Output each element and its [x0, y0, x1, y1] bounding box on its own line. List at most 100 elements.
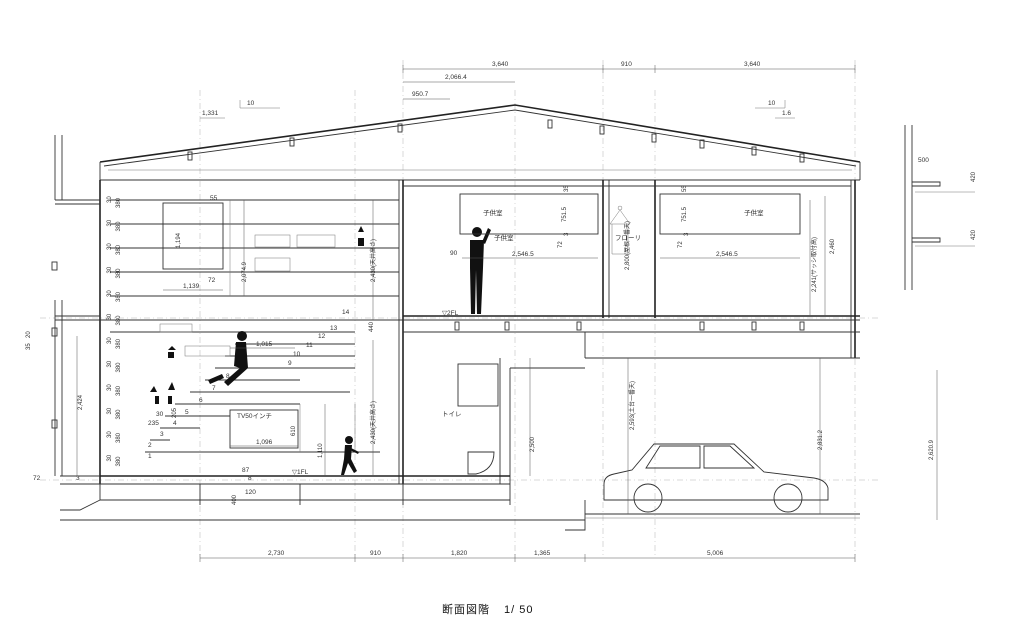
dim-top-5: 950.7	[412, 91, 429, 98]
stack-380-label: 380	[116, 291, 122, 302]
width-1015: 1,015	[256, 341, 273, 348]
detail-420-a: 420	[971, 171, 977, 182]
right-detail: 500 420 420 2,620.9	[904, 125, 977, 520]
height-20749: 2,074.9	[242, 261, 248, 282]
car-outline	[603, 443, 829, 513]
room-kid-1: 子供室	[483, 208, 503, 217]
height-2430-lower: 2,430(天井高さ)	[369, 401, 377, 444]
bottom-dimensions: 2,730 910 1,820 1,365 5,006	[199, 550, 856, 562]
dim-top-4: 2,066.4	[445, 74, 467, 81]
left-dim-20: 20	[26, 331, 32, 338]
bottom-small-8: 8	[248, 475, 252, 482]
misc-235: 235	[148, 420, 159, 427]
scale-text: 1/ 50	[504, 604, 533, 616]
left-exterior: 2,424 35 20 72 3	[26, 135, 100, 482]
stack-30-label: 30	[107, 407, 113, 414]
stack-380-label: 380	[116, 456, 122, 467]
height-1110: 1,110	[318, 443, 324, 458]
height-1194: 1,194	[176, 232, 182, 248]
width-1096: 1,096	[256, 439, 273, 446]
misc-72b: 72	[558, 241, 564, 248]
height-440: 440	[369, 321, 375, 332]
stack-30-label: 30	[107, 313, 113, 320]
step-number: 11	[306, 342, 313, 349]
height-610: 610	[291, 425, 297, 436]
stack-30-label: 30	[107, 360, 113, 367]
misc-numbers: 55 72 90 35 72 3 55 72 3 235 205 30 120 …	[148, 185, 690, 505]
misc-72: 72	[208, 277, 216, 284]
step-number: 3	[160, 431, 164, 438]
stack-30-label: 30	[107, 290, 113, 297]
height-2424: 2,424	[78, 394, 84, 410]
dim-bottom-1: 2,730	[268, 550, 285, 557]
stack-30-label: 30	[107, 266, 113, 273]
step-number: 6	[199, 397, 203, 404]
height-2593: 2,593(土台一番天)	[628, 381, 636, 430]
height-2430-upper: 2,430(天井高さ)	[369, 239, 377, 282]
height-2241: 2,241(サッシ取付高)	[810, 237, 818, 292]
ground-floor	[60, 475, 860, 531]
slope-left-offset: 1,331	[202, 110, 219, 117]
misc-72c: 72	[678, 241, 684, 248]
dim-top-3: 3,640	[744, 61, 761, 68]
hanger-icon	[609, 205, 631, 255]
room-kid-3: 子供室	[744, 208, 764, 217]
bottom-small-87: 87	[242, 467, 250, 474]
stack-380-label: 380	[116, 432, 122, 443]
person-sitting-icon	[208, 331, 248, 386]
step-number: 14	[342, 309, 350, 316]
height-28312: 2,831.2	[818, 429, 824, 450]
top-dimensions: 3,640 910 3,640 2,066.4 950.7	[402, 61, 856, 100]
floor-2fl: ▽2FL	[442, 310, 459, 317]
stack-30-label: 30	[107, 384, 113, 391]
height-26209: 2,620.9	[929, 439, 935, 460]
misc-205: 205	[172, 407, 178, 418]
stair-treads	[110, 199, 399, 453]
vertical-dimensions: 2,074.9 2,430(天井高さ) 2,430(天井高さ) 2,800(屋根…	[176, 196, 836, 514]
step-number: 8	[226, 373, 230, 380]
step-number: 4	[173, 420, 177, 427]
dim-top-1: 3,640	[492, 61, 509, 68]
left-dim-72: 72	[33, 475, 41, 482]
slope-right-offset: 1.6	[782, 110, 791, 117]
stair-stack-column: 3803038030380303803038030380303803038030…	[107, 196, 122, 467]
step-number: 10	[293, 351, 301, 358]
dim-bottom-3: 1,820	[451, 550, 468, 557]
plant-icons	[150, 226, 364, 404]
stack-380-label: 380	[116, 338, 122, 349]
floor-1fl: ▽1FL	[292, 469, 309, 476]
misc-3a: 3	[564, 232, 570, 236]
step-number: 2	[148, 442, 152, 449]
misc-3b: 3	[684, 232, 690, 236]
stack-30-label: 30	[107, 431, 113, 438]
height-2500: 2,500	[530, 436, 536, 452]
width-25465-a: 2,546.5	[512, 251, 534, 258]
detail-500: 500	[918, 157, 929, 164]
height-2800: 2,800(屋根一番天)	[623, 221, 631, 270]
misc-90: 90	[450, 250, 458, 257]
width-1139: 1,139	[183, 283, 200, 290]
grid-lines	[40, 60, 880, 555]
room-labels: 子供室 子供室 子供室 トイレ TV50インチ フローリ ▽2FL ▽1FL	[237, 208, 764, 476]
title-text: 断面図階	[442, 602, 490, 616]
second-floor-slab	[100, 315, 860, 484]
stack-380-label: 380	[116, 362, 122, 373]
dim-bottom-2: 910	[370, 550, 381, 557]
detail-420-b: 420	[971, 229, 977, 240]
stack-380-label: 380	[116, 221, 122, 232]
step-number: 1	[148, 453, 152, 460]
horizontal-dimensions: 1,139 1,015 1,096 2,546.5 2,546.5	[163, 251, 800, 447]
tv-label: TV50インチ	[237, 412, 272, 420]
step-number: 7	[212, 385, 216, 392]
dim-bottom-5: 5,006	[707, 550, 724, 557]
step-number: 13	[330, 325, 338, 332]
room-kid-2: 子供室	[494, 233, 514, 242]
stack-380-label: 380	[116, 385, 122, 396]
kid-room-windows	[459, 193, 801, 235]
toilet	[457, 363, 499, 475]
bottom-small-400: 400	[232, 494, 238, 505]
height-7515-a: 751.5	[562, 206, 568, 222]
stack-30-label: 30	[107, 196, 113, 203]
